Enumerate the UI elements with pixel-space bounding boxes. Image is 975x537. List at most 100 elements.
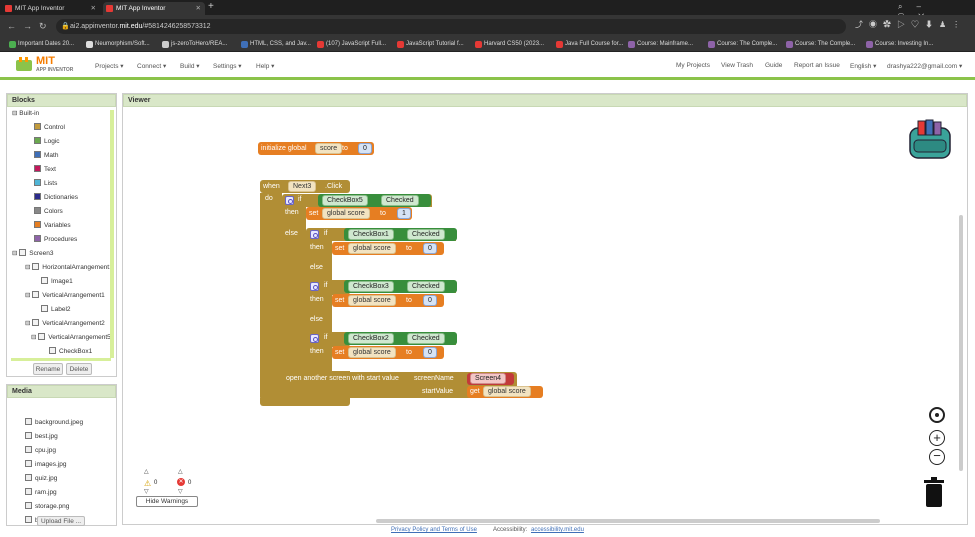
delete-button[interactable]: Delete xyxy=(66,363,92,375)
tree-item-logic[interactable]: Logic xyxy=(34,137,60,147)
menu-guide[interactable]: Guide xyxy=(765,62,783,69)
component-dropdown[interactable]: CheckBox1 xyxy=(348,229,394,240)
collapse-icon[interactable]: ⊟ xyxy=(31,334,37,341)
bookmark-item[interactable]: HTML, CSS, and Jav... xyxy=(241,37,311,52)
zoom-out-icon[interactable]: − xyxy=(929,449,945,465)
backpack-icon[interactable] xyxy=(906,118,954,160)
browser-extension-icons[interactable]: ⤴◉✿▷♡⬇♟⋮ xyxy=(855,20,967,29)
collapse-icon[interactable]: ⊟ xyxy=(12,250,18,257)
browser-tab[interactable]: MIT App Inventor✕ xyxy=(2,2,100,15)
property-dropdown[interactable]: Checked xyxy=(407,229,445,240)
menu-help[interactable]: Help ▾ xyxy=(256,63,275,70)
rename-button[interactable]: Rename xyxy=(33,363,63,375)
tree-item-math[interactable]: Math xyxy=(34,151,58,161)
warning-up-arrow[interactable]: △ xyxy=(144,469,149,475)
bookmark-item[interactable]: Java Full Course for... xyxy=(556,37,623,52)
bookmark-item[interactable]: Course: Mainframe... xyxy=(628,37,693,52)
collapse-icon[interactable]: ⊟ xyxy=(25,320,31,327)
bookmark-item[interactable]: (107) JavaScript Full... xyxy=(317,37,386,52)
tree-item-procedures[interactable]: Procedures xyxy=(34,235,77,245)
forward-icon[interactable]: → xyxy=(23,21,32,31)
bookmark-item[interactable]: Neumorphism/Soft... xyxy=(86,37,150,52)
bookmark-item[interactable]: Course: The Comple... xyxy=(786,37,855,52)
hide-warnings-button[interactable]: Hide Warnings xyxy=(136,496,198,507)
bookmark-item[interactable]: js-zeroToHero/REA... xyxy=(162,37,227,52)
menu-projects[interactable]: Projects ▾ xyxy=(95,63,124,70)
menu-language[interactable]: English ▾ xyxy=(850,63,877,70)
property-dropdown[interactable]: Checked xyxy=(381,195,419,206)
gear-icon[interactable] xyxy=(310,230,319,239)
bookmark-item[interactable]: Course: The Comple... xyxy=(708,37,777,52)
number-field[interactable]: 0 xyxy=(423,295,437,306)
gear-icon[interactable] xyxy=(285,196,294,205)
component-dropdown[interactable]: CheckBox5 xyxy=(322,195,368,206)
number-field[interactable]: 0 xyxy=(423,243,437,254)
bookmark-item[interactable]: JavaScript Tutorial f... xyxy=(397,37,464,52)
bookmark-item[interactable]: Course: Investing In... xyxy=(866,37,933,52)
menu-build[interactable]: Build ▾ xyxy=(180,63,200,70)
text-block[interactable]: Screen4 xyxy=(467,373,514,385)
menu-account[interactable]: drashya222@gmail.com ▾ xyxy=(887,63,963,70)
center-workspace-icon[interactable] xyxy=(929,407,945,423)
close-icon[interactable]: ✕ xyxy=(195,5,201,12)
gear-icon[interactable] xyxy=(310,334,319,343)
component-dropdown[interactable]: Next3 xyxy=(288,181,317,192)
variable-dropdown[interactable]: global score xyxy=(348,347,396,358)
collapse-icon[interactable]: ⊟ xyxy=(25,292,31,299)
variable-dropdown[interactable]: global score xyxy=(483,386,531,397)
bookmark-item[interactable]: Harvard CS50 (2023... xyxy=(475,37,544,52)
tree-builtin[interactable]: ⊟ Built-in xyxy=(12,109,39,119)
media-file-item[interactable]: ram.jpg xyxy=(25,488,57,498)
workspace-horizontal-scrollbar[interactable] xyxy=(376,519,880,523)
number-field[interactable]: 0 xyxy=(423,347,437,358)
tree-item-colors[interactable]: Colors xyxy=(34,207,63,217)
tree-item-variables[interactable]: Variables xyxy=(34,221,71,231)
tree-item-control[interactable]: Control xyxy=(34,123,65,133)
component-dropdown[interactable]: CheckBox3 xyxy=(348,281,394,292)
variable-dropdown[interactable]: global score xyxy=(322,208,370,219)
tree-horizontal-scrollbar[interactable] xyxy=(11,358,111,361)
gear-icon[interactable] xyxy=(310,282,319,291)
property-dropdown[interactable]: Checked xyxy=(407,333,445,344)
menu-view-trash[interactable]: View Trash xyxy=(721,62,754,69)
tree-item-lists[interactable]: Lists xyxy=(34,179,57,189)
error-down-arrow[interactable]: ▽ xyxy=(178,489,183,495)
tree-item-text[interactable]: Text xyxy=(34,165,56,175)
reload-icon[interactable]: ↻ xyxy=(39,21,47,31)
checkbox-getter-block[interactable]: CheckBox1 Checked xyxy=(344,228,457,241)
app-inventor-logo-icon[interactable] xyxy=(15,56,33,74)
number-field[interactable]: 0 xyxy=(358,143,372,154)
collapse-icon[interactable]: ⊟ xyxy=(12,110,18,117)
warning-down-arrow[interactable]: ▽ xyxy=(144,489,149,495)
workspace-vertical-scrollbar[interactable] xyxy=(959,215,963,471)
tree-component[interactable]: ⊟ VerticalArrangement1 xyxy=(25,291,105,301)
tree-item-dictionaries[interactable]: Dictionaries xyxy=(34,193,78,203)
menu-my-projects[interactable]: My Projects xyxy=(676,62,710,69)
checkbox-getter-block[interactable]: CheckBox5 Checked xyxy=(318,194,431,207)
url-input[interactable]: 🔒ai2.appinventor.mit.edu/#58142462585733… xyxy=(56,19,846,34)
tree-component[interactable]: Label2 xyxy=(41,305,71,315)
media-file-item[interactable]: images.jpg xyxy=(25,460,66,470)
media-file-item[interactable]: best.jpg xyxy=(25,432,58,442)
zoom-in-icon[interactable]: + xyxy=(929,430,945,446)
media-file-item[interactable]: storage.png xyxy=(25,502,69,512)
error-up-arrow[interactable]: △ xyxy=(178,469,183,475)
tree-scrollbar[interactable] xyxy=(110,110,114,358)
text-field[interactable]: Screen4 xyxy=(470,373,507,384)
back-icon[interactable]: ← xyxy=(7,21,16,31)
menu-settings[interactable]: Settings ▾ xyxy=(213,63,242,70)
upload-file-button[interactable]: Upload File ... xyxy=(37,516,85,526)
initialize-global-block[interactable]: initialize global score to 0 xyxy=(258,142,374,155)
tree-component[interactable]: ⊟ HorizontalArrangement1 xyxy=(25,263,113,273)
trash-icon[interactable] xyxy=(923,477,945,507)
media-file-item[interactable]: quiz.jpg xyxy=(25,474,57,484)
close-icon[interactable]: ✕ xyxy=(90,5,96,12)
tree-component[interactable]: ⊟ VerticalArrangement2 xyxy=(25,319,105,329)
media-file-item[interactable]: cpu.jpg xyxy=(25,446,56,456)
variable-name-field[interactable]: score xyxy=(315,143,343,154)
